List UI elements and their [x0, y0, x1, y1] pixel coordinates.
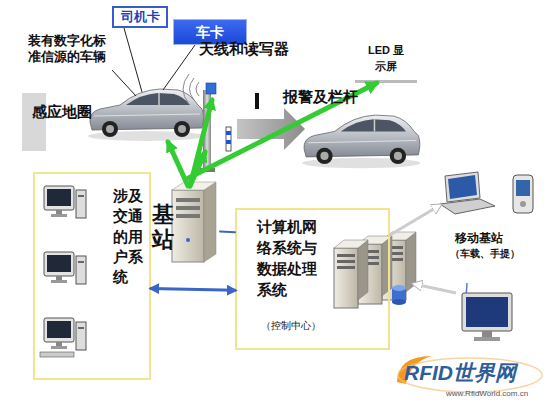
base-station-server: [176, 198, 200, 202]
motion-arrow: [237, 108, 305, 150]
control-center-box: 计算机网络系统与数据处理系统 （控制中心）: [235, 208, 390, 350]
control-servers: [334, 240, 368, 308]
node-title: 涉及交通的用户系统: [113, 186, 145, 287]
pda-icon: [513, 175, 533, 213]
alarm-barrier: [226, 140, 231, 144]
node-title: 计算机网络系统与数据处理系统: [257, 216, 321, 300]
monitor-icon: [466, 297, 508, 327]
display-box: LED 显示屏: [355, 40, 417, 83]
base-station-server: [172, 190, 204, 262]
mobile-station: 移动基站 （车载、手提）: [440, 172, 540, 267]
base-station-server: [204, 182, 216, 262]
control-servers: [392, 299, 406, 305]
laptop-icon: [440, 172, 495, 214]
pda-icon: [520, 201, 526, 207]
antenna-reader: [183, 74, 189, 104]
node-title: 感应地圈: [32, 103, 94, 120]
watermark-logo: [397, 356, 542, 392]
base-station-server: [176, 206, 200, 210]
control-servers: [392, 285, 406, 291]
alarm-barrier: [255, 93, 259, 109]
base-station-server: [172, 182, 216, 262]
node-title: 司机卡: [121, 10, 160, 25]
laptop-icon: [445, 172, 480, 202]
monitor-icon: [462, 283, 512, 341]
link-line-group: [220, 231, 235, 233]
monitor-icon: [482, 331, 492, 337]
loop-box: 感应地圈: [22, 93, 94, 151]
base-station-server: [186, 238, 190, 242]
alarm-barrier: [226, 127, 231, 151]
data-arrow-group: [390, 205, 440, 235]
antenna-reader: [199, 168, 215, 172]
base-station-server: [172, 182, 216, 190]
laptop-icon: [448, 175, 477, 199]
node-title: 车卡: [196, 24, 224, 40]
node-title: 基站: [152, 202, 178, 253]
antenna-reader: [196, 82, 199, 96]
card-box: 车卡: [173, 19, 247, 45]
vehicle-note: 装有数字化标准信源的车辆: [28, 33, 114, 64]
car-left: [88, 89, 204, 141]
watermark-logo: [398, 358, 542, 392]
node-subtitle: （车载、手提）: [450, 249, 520, 260]
user-computers: [40, 352, 74, 357]
barrier-label: 报警及栏杆: [283, 88, 358, 106]
alarm-barrier: [226, 131, 231, 135]
user-computers: [44, 318, 86, 350]
car-right: [302, 115, 420, 168]
node-title: 移动基站: [455, 232, 503, 246]
signal-arrow: [168, 100, 212, 186]
monitor-icon: [462, 293, 512, 331]
user-system-box: 涉及交通的用户系统: [33, 172, 151, 380]
card-box: 司机卡: [112, 6, 168, 28]
signal-arrow: [190, 100, 212, 186]
antenna-reader: [206, 83, 216, 94]
leader-line: [124, 28, 142, 92]
data-arrow: [390, 205, 440, 235]
watermark-url: www.RfidWorld.com.cn: [446, 389, 528, 399]
user-computers: [40, 186, 86, 357]
laptop-icon: [440, 199, 495, 214]
signal-arrow: [190, 152, 205, 186]
pda-icon: [516, 180, 530, 196]
control-servers: [334, 232, 416, 308]
user-computers: [44, 186, 86, 218]
node-subtitle: （控制中心）: [261, 320, 321, 332]
node-title: LED 显示屏: [367, 43, 405, 75]
antenna-reader: [190, 78, 195, 100]
edge-group: [151, 83, 440, 290]
watermark-logo: [397, 356, 432, 384]
link-arrow-group: [151, 288, 235, 290]
base-station-server: [176, 214, 200, 218]
pda-icon: [513, 175, 533, 213]
leader-line: [112, 70, 136, 96]
link-arrow: [151, 288, 235, 290]
watermark: RFID世界网: [404, 360, 516, 385]
link-line: [220, 231, 235, 234]
data-arrow: [414, 284, 456, 293]
monitor-icon: [474, 337, 500, 341]
user-computers: [44, 252, 86, 284]
signal-arrow: [189, 83, 377, 178]
base-station: 基站: [150, 178, 220, 263]
signal-arrow-group: [189, 83, 377, 178]
signal-arrow: [168, 142, 188, 186]
